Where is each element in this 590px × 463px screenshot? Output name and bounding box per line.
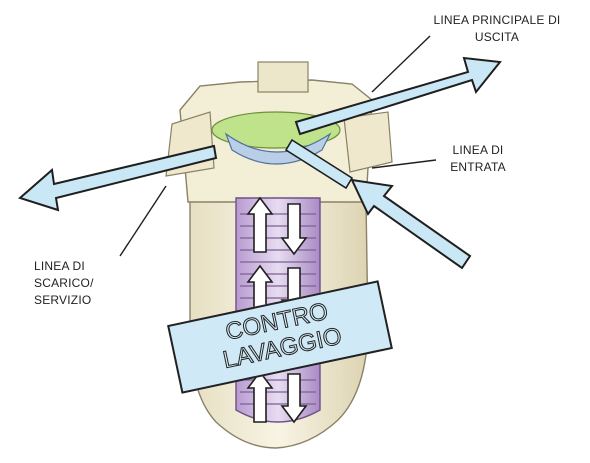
label-inlet-line1: LINEA DI [428,142,528,159]
label-inlet-line2: ENTRATA [428,159,528,176]
label-drain-line2: SCARICO/ [34,275,134,292]
inlet-arrow-icon [352,180,470,268]
label-drain: LINEA DI SCARICO/ SERVIZIO [34,258,134,309]
label-drain-line3: SERVIZIO [34,292,134,309]
drain-leader-line [120,186,166,256]
label-inlet: LINEA DI ENTRATA [428,142,528,176]
label-main-outlet: LINEA PRINCIPALE DI USCITA [412,12,582,46]
label-main-outlet-line1: LINEA PRINCIPALE DI [412,12,582,29]
label-drain-line1: LINEA DI [34,258,134,275]
label-main-outlet-line2: USCITA [412,29,582,46]
